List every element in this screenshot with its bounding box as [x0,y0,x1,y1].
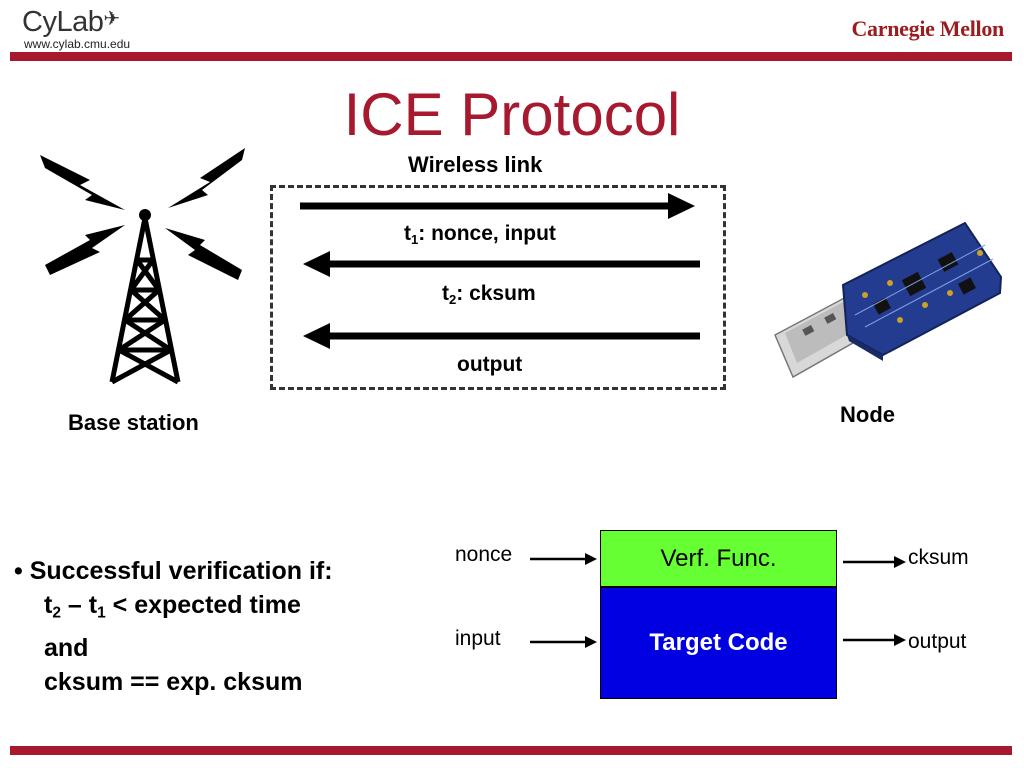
radio-tower-icon [40,148,245,385]
arrowhead-right-icon [894,634,906,646]
message-t2-label: t2: cksum [442,282,536,307]
bullet-line-4: cksum == exp. cksum [44,667,303,696]
verification-function-box: Verf. Func. [600,530,837,587]
arrowhead-right-icon [585,553,597,565]
carnegie-mellon-logo: Carnegie Mellon [851,16,1004,41]
input-input-label: input [455,627,501,650]
bullet-line-1: • Successful verification if: [14,557,333,585]
lightning-bolt-icon [168,148,245,208]
verification-conditions: • Successful verification if: t2 – t1 < … [14,554,333,699]
output-output-label: output [908,630,967,653]
input-nonce-label: nonce [455,543,513,566]
message-output-label: output [457,353,523,376]
lightning-bolt-icon [40,155,125,210]
cylab-url: www.cylab.cmu.edu [24,37,131,51]
base-station-label: Base station [68,410,199,435]
sensor-node-icon [774,221,1003,379]
function-arrows [530,553,906,648]
message-arrows [300,193,700,349]
slide-title: ICE Protocol [343,81,681,148]
target-code-box: Target Code [600,587,837,699]
arrowhead-left-icon [303,251,330,277]
bullet-line-3: and [44,633,89,662]
bullet-line-2: t2 – t1 < expected time [44,591,301,622]
lightning-bolt-icon [45,225,125,275]
arrowhead-right-icon [585,636,597,648]
arrowhead-right-icon [668,193,695,219]
lightning-bolt-icon [165,228,242,280]
wireless-link-label: Wireless link [408,152,543,177]
arrowhead-right-icon [894,556,906,568]
arrowhead-left-icon [303,323,330,349]
header-rule [10,52,1012,61]
footer-rule [10,746,1012,755]
output-cksum-label: cksum [908,546,969,569]
globe-birds-icon: ✈︎ [103,8,120,30]
message-t1-label: t1: nonce, input [404,222,556,247]
node-label: Node [840,402,895,427]
cylab-logo: CyLab✈︎ [22,6,120,39]
wireless-link-box [270,185,726,390]
cylab-logo-text: CyLab [22,6,104,38]
